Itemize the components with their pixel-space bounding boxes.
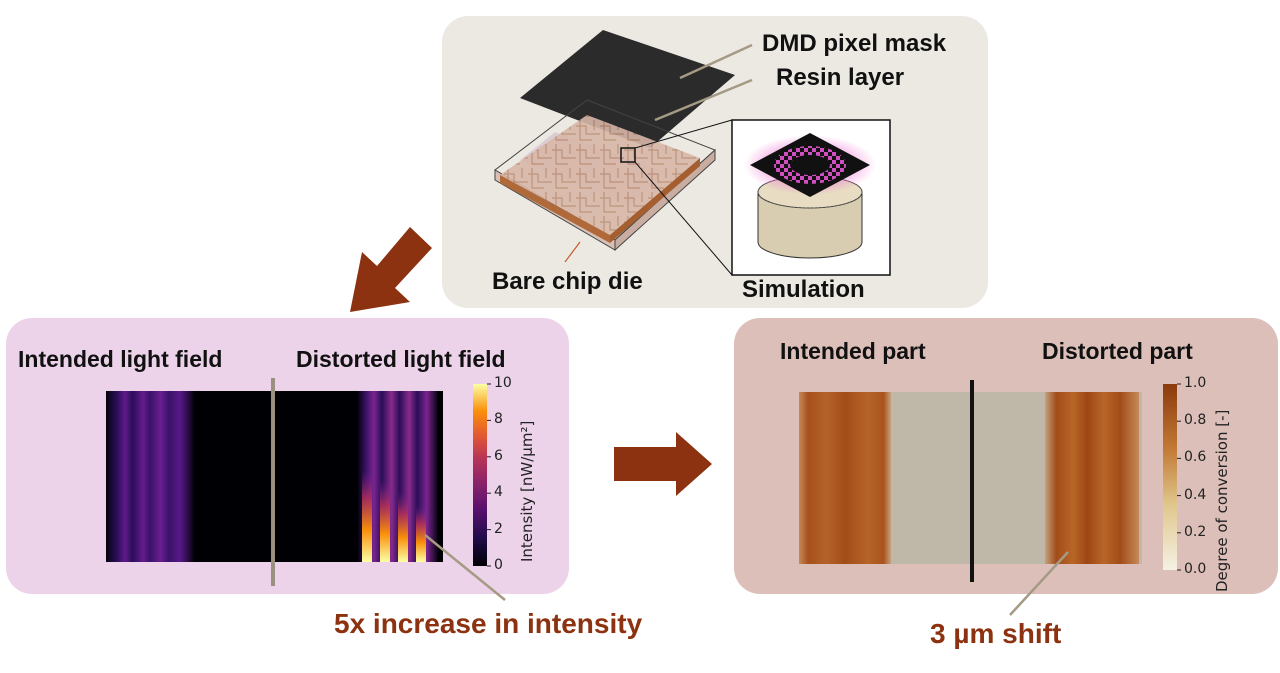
resin-layer-label: Resin layer bbox=[776, 64, 905, 91]
conversion-colorbar-title: Degree of conversion [-] bbox=[1213, 409, 1231, 592]
conversion-colorbar bbox=[1163, 384, 1177, 570]
intensity-tick: 6 bbox=[494, 448, 503, 464]
intended-part-title: Intended part bbox=[780, 338, 926, 364]
conversion-tick: 0.0 bbox=[1184, 561, 1207, 577]
intensity-tick: 4 bbox=[494, 484, 503, 500]
simulation-label: Simulation bbox=[742, 276, 865, 303]
distorted-light-field-title: Distorted light field bbox=[296, 346, 506, 372]
conversion-tick: 0.2 bbox=[1184, 524, 1207, 540]
intensity-callout: 5x increase in intensity bbox=[334, 608, 643, 639]
shift-callout: 3 µm shift bbox=[930, 618, 1062, 649]
intensity-tick: 2 bbox=[494, 521, 503, 537]
distorted-part-title: Distorted part bbox=[1042, 338, 1193, 364]
conversion-tick: 1.0 bbox=[1184, 375, 1207, 391]
intensity-colorbar bbox=[473, 384, 487, 566]
dmd-mask-label: DMD pixel mask bbox=[762, 30, 947, 57]
conversion-tick: 0.6 bbox=[1184, 449, 1207, 465]
intensity-colorbar-title: Intensity [nW/µm²] bbox=[518, 420, 536, 562]
conversion-tick: 0.8 bbox=[1184, 412, 1207, 428]
dmd-mask-shape bbox=[520, 30, 735, 148]
bare-chip-label: Bare chip die bbox=[492, 268, 643, 295]
conversion-tick: 0.4 bbox=[1184, 487, 1207, 503]
intensity-tick: 10 bbox=[494, 375, 512, 391]
intensity-tick: 0 bbox=[494, 557, 503, 573]
arrow-right bbox=[614, 432, 712, 496]
intensity-tick: 8 bbox=[494, 411, 503, 427]
setup-illustration bbox=[494, 30, 891, 276]
arrow-down-left bbox=[350, 227, 432, 312]
intended-light-field-title: Intended light field bbox=[18, 346, 223, 372]
conversion-heatmap bbox=[799, 380, 1142, 582]
light-field-heatmap bbox=[106, 378, 443, 586]
